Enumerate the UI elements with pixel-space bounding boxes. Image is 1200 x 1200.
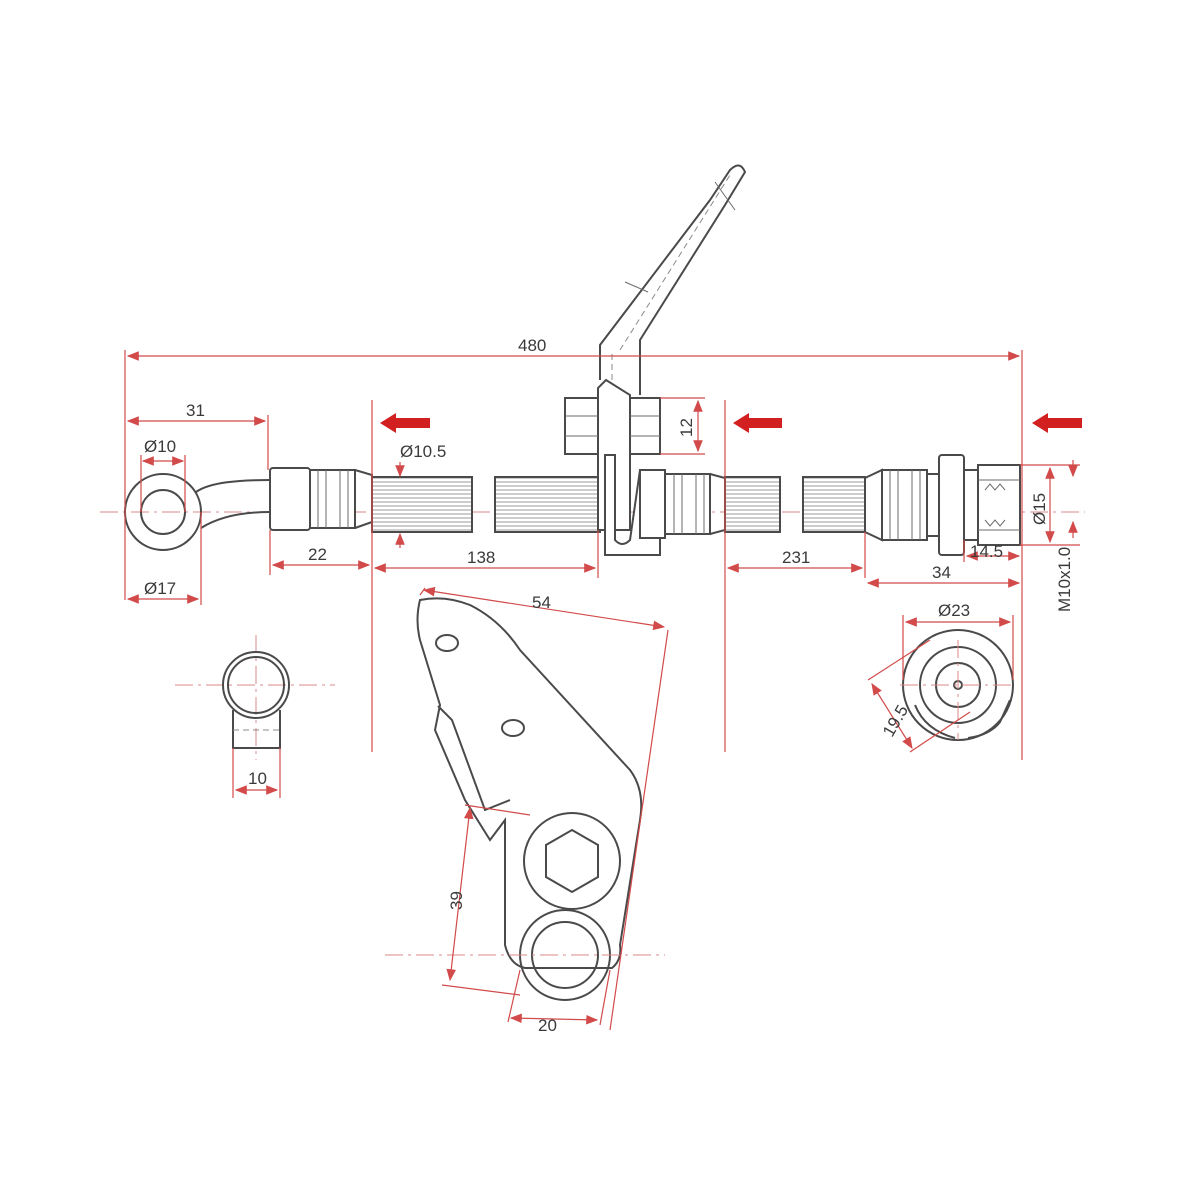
bracket-length-label: 54 bbox=[532, 593, 551, 612]
bracket-hole-label: 20 bbox=[538, 1016, 557, 1035]
bracket-height-label: 39 bbox=[447, 891, 466, 910]
main-dimensions bbox=[124, 350, 1080, 760]
eye-outer-dia-label: Ø17 bbox=[144, 579, 176, 598]
hose-right-segment-label: 231 bbox=[782, 548, 810, 567]
bracket-detail bbox=[385, 586, 669, 1031]
eye-offset-label: 31 bbox=[186, 401, 205, 420]
hose-left-segment-label: 138 bbox=[467, 548, 495, 567]
arrow-left-icon bbox=[1032, 413, 1082, 433]
eye-side-view bbox=[175, 635, 335, 798]
arrow-left-icon bbox=[733, 413, 782, 433]
hose-dia-label: Ø10.5 bbox=[400, 442, 446, 461]
hose-assembly bbox=[100, 164, 1085, 556]
fitting-right-label: 34 bbox=[932, 563, 951, 582]
hex-flange-dia-label: Ø23 bbox=[938, 601, 970, 620]
arrow-left-icon bbox=[380, 413, 430, 433]
overall-length-label: 480 bbox=[518, 336, 546, 355]
flange-end-view bbox=[867, 615, 1015, 753]
thread-spec-label: M10x1.0 bbox=[1055, 547, 1074, 612]
eye-width-label: 10 bbox=[248, 769, 267, 788]
eye-inner-dia-label: Ø10 bbox=[144, 437, 176, 456]
nut-dia-label: Ø15 bbox=[1030, 493, 1049, 525]
thread-length-label: 14.5 bbox=[970, 542, 1003, 561]
bracket-thickness-label: 12 bbox=[677, 418, 696, 437]
fitting-left-label: 22 bbox=[308, 545, 327, 564]
